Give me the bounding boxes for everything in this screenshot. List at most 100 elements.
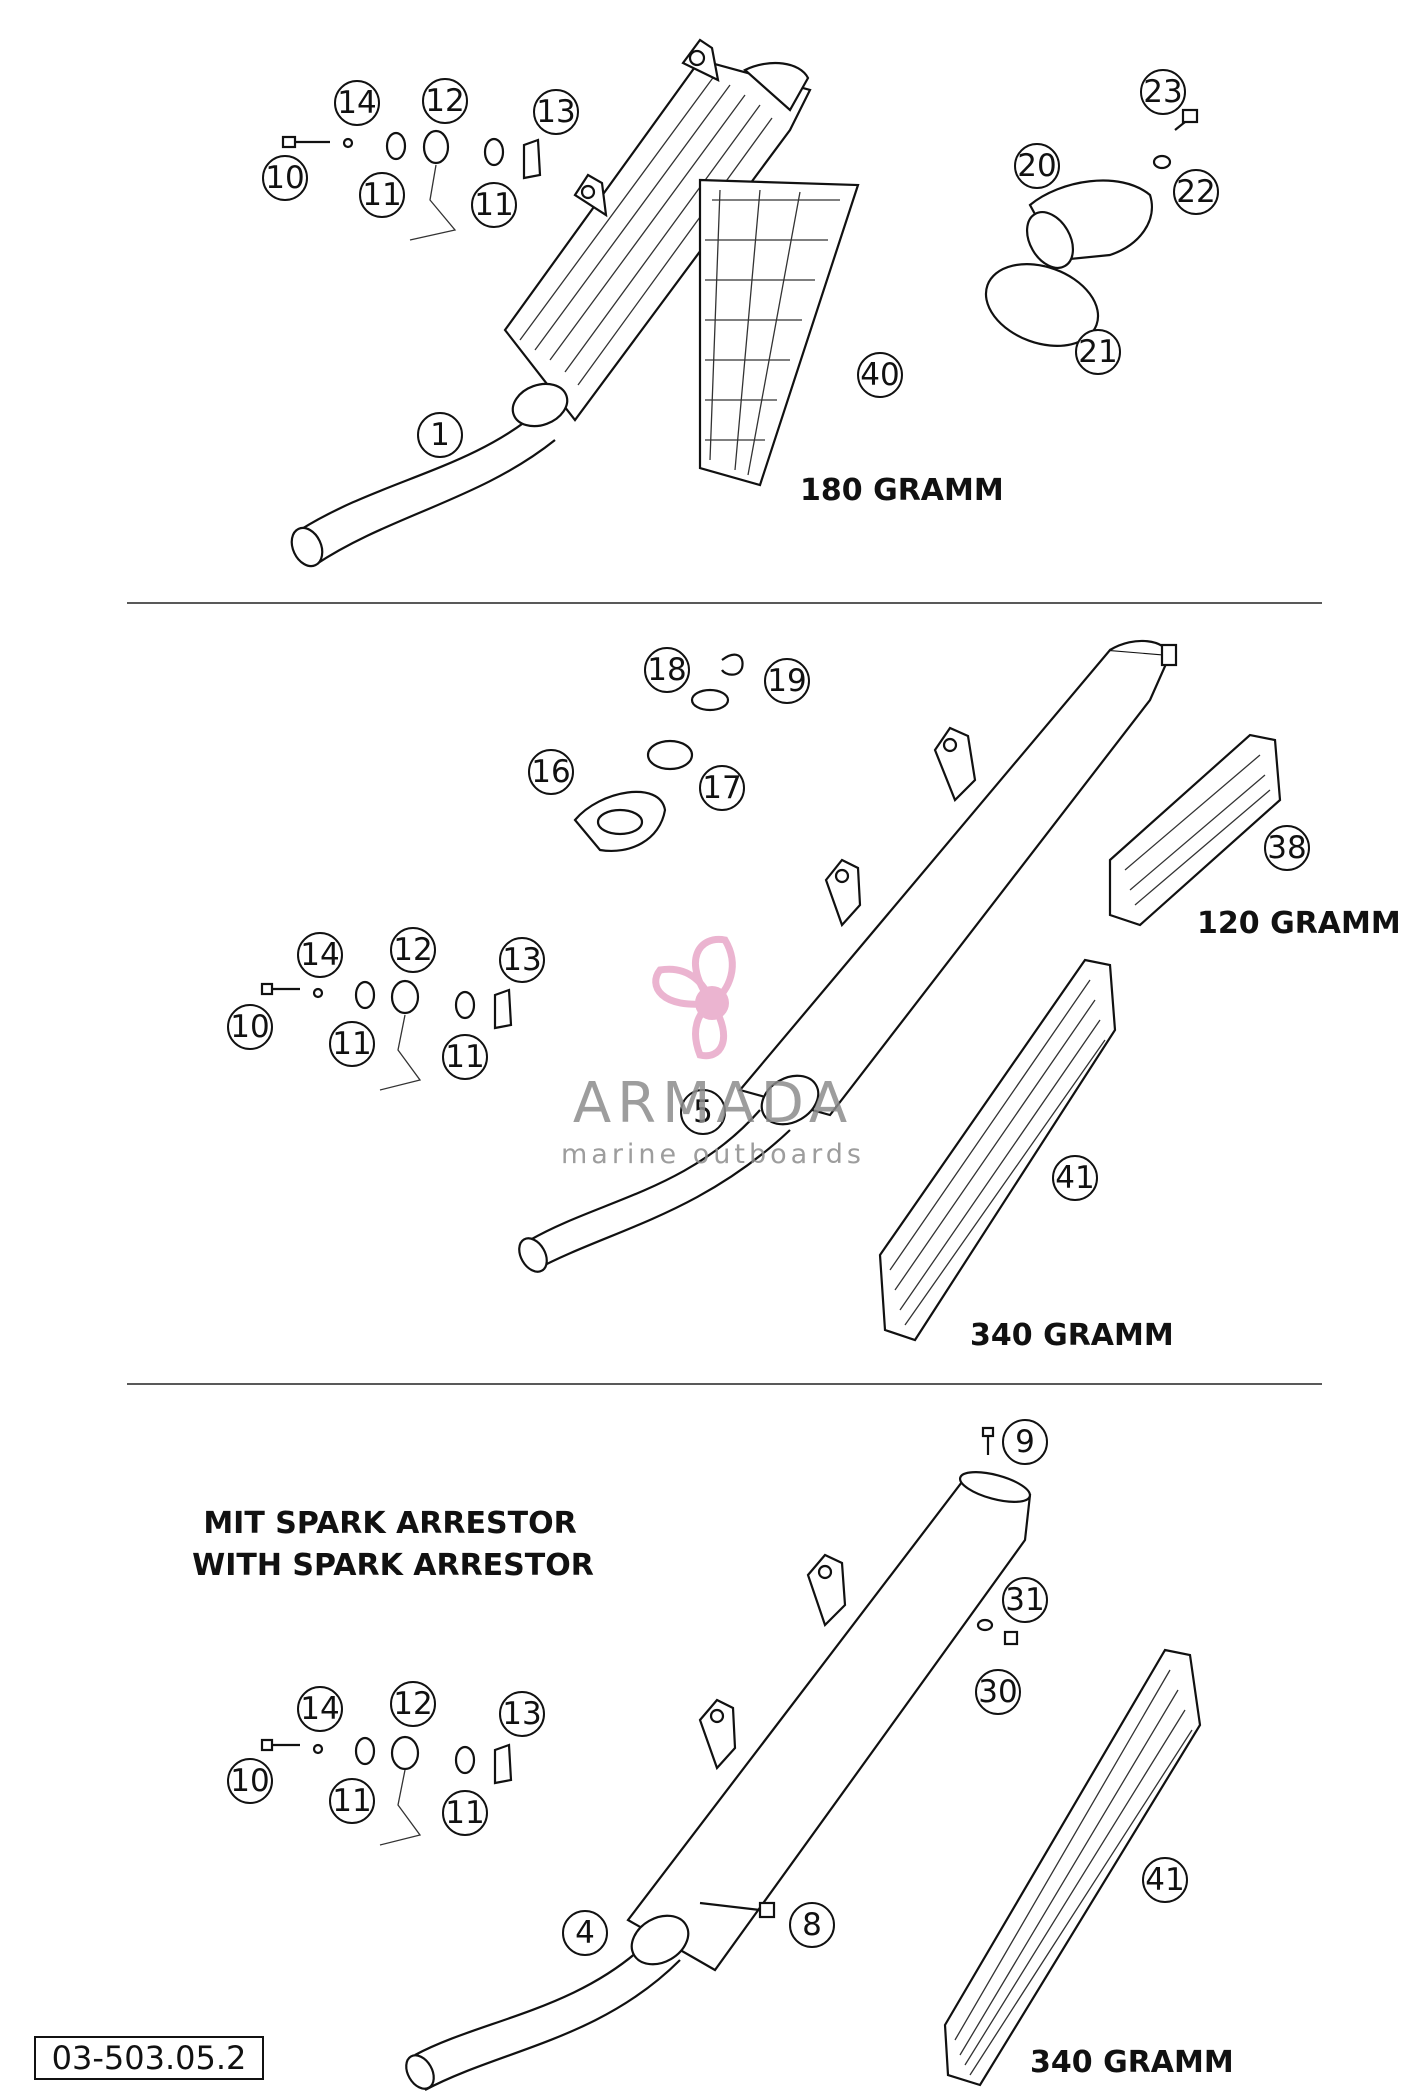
- svg-text:18: 18: [647, 652, 686, 688]
- callout-9: 9: [1002, 1419, 1048, 1465]
- svg-text:11: 11: [332, 1026, 371, 1062]
- section-title-line2: WITH SPARK ARRESTOR: [192, 1548, 594, 1583]
- svg-text:11: 11: [445, 1795, 484, 1831]
- svg-text:11: 11: [474, 187, 513, 223]
- callout-41-bot: 41: [1142, 1857, 1188, 1903]
- callout-17: 17: [699, 765, 745, 811]
- svg-text:20: 20: [1017, 148, 1056, 184]
- armada-watermark: ARMADA marine outboards: [561, 935, 865, 1170]
- weight-label-middle-small: 120 GRAMM: [1197, 906, 1401, 941]
- svg-text:21: 21: [1078, 334, 1117, 370]
- svg-text:12: 12: [393, 932, 432, 968]
- callout-14: 14: [334, 80, 380, 126]
- callout-11a-mid: 11: [329, 1021, 375, 1067]
- svg-text:38: 38: [1267, 830, 1306, 866]
- svg-text:10: 10: [265, 160, 304, 196]
- svg-text:16: 16: [531, 754, 570, 790]
- weight-label-middle-large: 340 GRAMM: [970, 1318, 1174, 1353]
- callout-11a: 11: [359, 172, 405, 218]
- callout-20: 20: [1014, 143, 1060, 189]
- top-section: 14 12 13 10 11 11 1 40 23 20 22 21 180 G…: [262, 38, 1219, 568]
- svg-text:11: 11: [362, 177, 401, 213]
- callout-41-mid: 41: [1052, 1155, 1098, 1201]
- diagram-code-label: 03-503.05.2: [34, 2036, 264, 2080]
- callout-38: 38: [1264, 825, 1310, 871]
- packing-part-38: [1108, 733, 1282, 927]
- svg-text:14: 14: [300, 1691, 339, 1727]
- packing-part-40: [698, 178, 860, 487]
- mounting-hardware-bottom: [260, 1735, 513, 1846]
- callout-31: 31: [1002, 1577, 1048, 1623]
- svg-text:5: 5: [693, 1094, 713, 1130]
- callout-12-bot: 12: [390, 1681, 436, 1727]
- svg-text:41: 41: [1145, 1862, 1184, 1898]
- callout-10: 10: [262, 155, 308, 201]
- middle-section: 18 19 16 17 38 14 12 13 10 11 11 5 41 12…: [227, 639, 1401, 1353]
- svg-text:1: 1: [430, 417, 450, 453]
- callout-14-mid: 14: [297, 932, 343, 978]
- callout-1: 1: [417, 412, 463, 458]
- callout-13: 13: [533, 89, 579, 135]
- svg-text:31: 31: [1005, 1582, 1044, 1618]
- svg-text:10: 10: [230, 1763, 269, 1799]
- svg-text:9: 9: [1015, 1424, 1035, 1460]
- watermark-tagline: marine outboards: [561, 1139, 865, 1170]
- callout-13-bot: 13: [499, 1691, 545, 1737]
- callout-5: 5: [680, 1089, 726, 1135]
- svg-text:12: 12: [425, 83, 464, 119]
- svg-text:11: 11: [445, 1039, 484, 1075]
- bottom-section: MIT SPARK ARRESTOR WITH SPARK ARRESTOR: [192, 1419, 1234, 2091]
- callout-21: 21: [1075, 329, 1121, 375]
- svg-text:13: 13: [502, 942, 541, 978]
- callout-11a-bot: 11: [329, 1778, 375, 1824]
- svg-text:40: 40: [860, 357, 899, 393]
- svg-text:17: 17: [702, 770, 741, 806]
- svg-text:22: 22: [1176, 174, 1215, 210]
- callout-10-bot: 10: [227, 1758, 273, 1804]
- svg-text:13: 13: [536, 94, 575, 130]
- packing-part-41-bottom: [943, 1648, 1202, 2087]
- callout-8: 8: [789, 1902, 835, 1948]
- callout-11b: 11: [471, 182, 517, 228]
- svg-text:19: 19: [767, 663, 806, 699]
- watermark-brand: ARMADA: [573, 1071, 853, 1136]
- svg-text:14: 14: [300, 937, 339, 973]
- callout-16: 16: [528, 749, 574, 795]
- callout-40: 40: [857, 352, 903, 398]
- svg-text:8: 8: [802, 1907, 822, 1943]
- packing-part-41-middle: [878, 958, 1117, 1342]
- callout-30: 30: [975, 1669, 1021, 1715]
- svg-text:41: 41: [1055, 1160, 1094, 1196]
- silencer-part-4: [405, 1471, 1032, 2091]
- silencer-part-1: [290, 38, 812, 568]
- svg-text:13: 13: [502, 1696, 541, 1732]
- tail-parts: [573, 653, 744, 853]
- callout-18: 18: [644, 647, 690, 693]
- callout-13-mid: 13: [499, 937, 545, 983]
- weight-label-bottom: 340 GRAMM: [1030, 2045, 1234, 2080]
- callout-4: 4: [562, 1910, 608, 1956]
- svg-text:14: 14: [337, 85, 376, 121]
- mounting-hardware-top: [281, 129, 542, 241]
- weight-label-top: 180 GRAMM: [800, 473, 1004, 508]
- svg-text:10: 10: [230, 1009, 269, 1045]
- svg-text:4: 4: [575, 1915, 595, 1951]
- callout-22: 22: [1173, 169, 1219, 215]
- callout-10-mid: 10: [227, 1004, 273, 1050]
- svg-text:30: 30: [978, 1674, 1017, 1710]
- svg-text:23: 23: [1143, 74, 1182, 110]
- svg-text:12: 12: [393, 1686, 432, 1722]
- callout-12: 12: [422, 78, 468, 124]
- callout-11b-mid: 11: [442, 1034, 488, 1080]
- callout-11b-bot: 11: [442, 1790, 488, 1836]
- callout-12-mid: 12: [390, 927, 436, 973]
- end-cap-assembly: [984, 108, 1199, 347]
- section-title-line1: MIT SPARK ARRESTOR: [203, 1506, 576, 1541]
- silencer-part-5: [518, 639, 1178, 1273]
- callout-23: 23: [1140, 69, 1186, 115]
- svg-text:11: 11: [332, 1783, 371, 1819]
- callout-14-bot: 14: [297, 1686, 343, 1732]
- propeller-logo: [652, 935, 736, 1060]
- mounting-hardware-middle: [260, 979, 513, 1091]
